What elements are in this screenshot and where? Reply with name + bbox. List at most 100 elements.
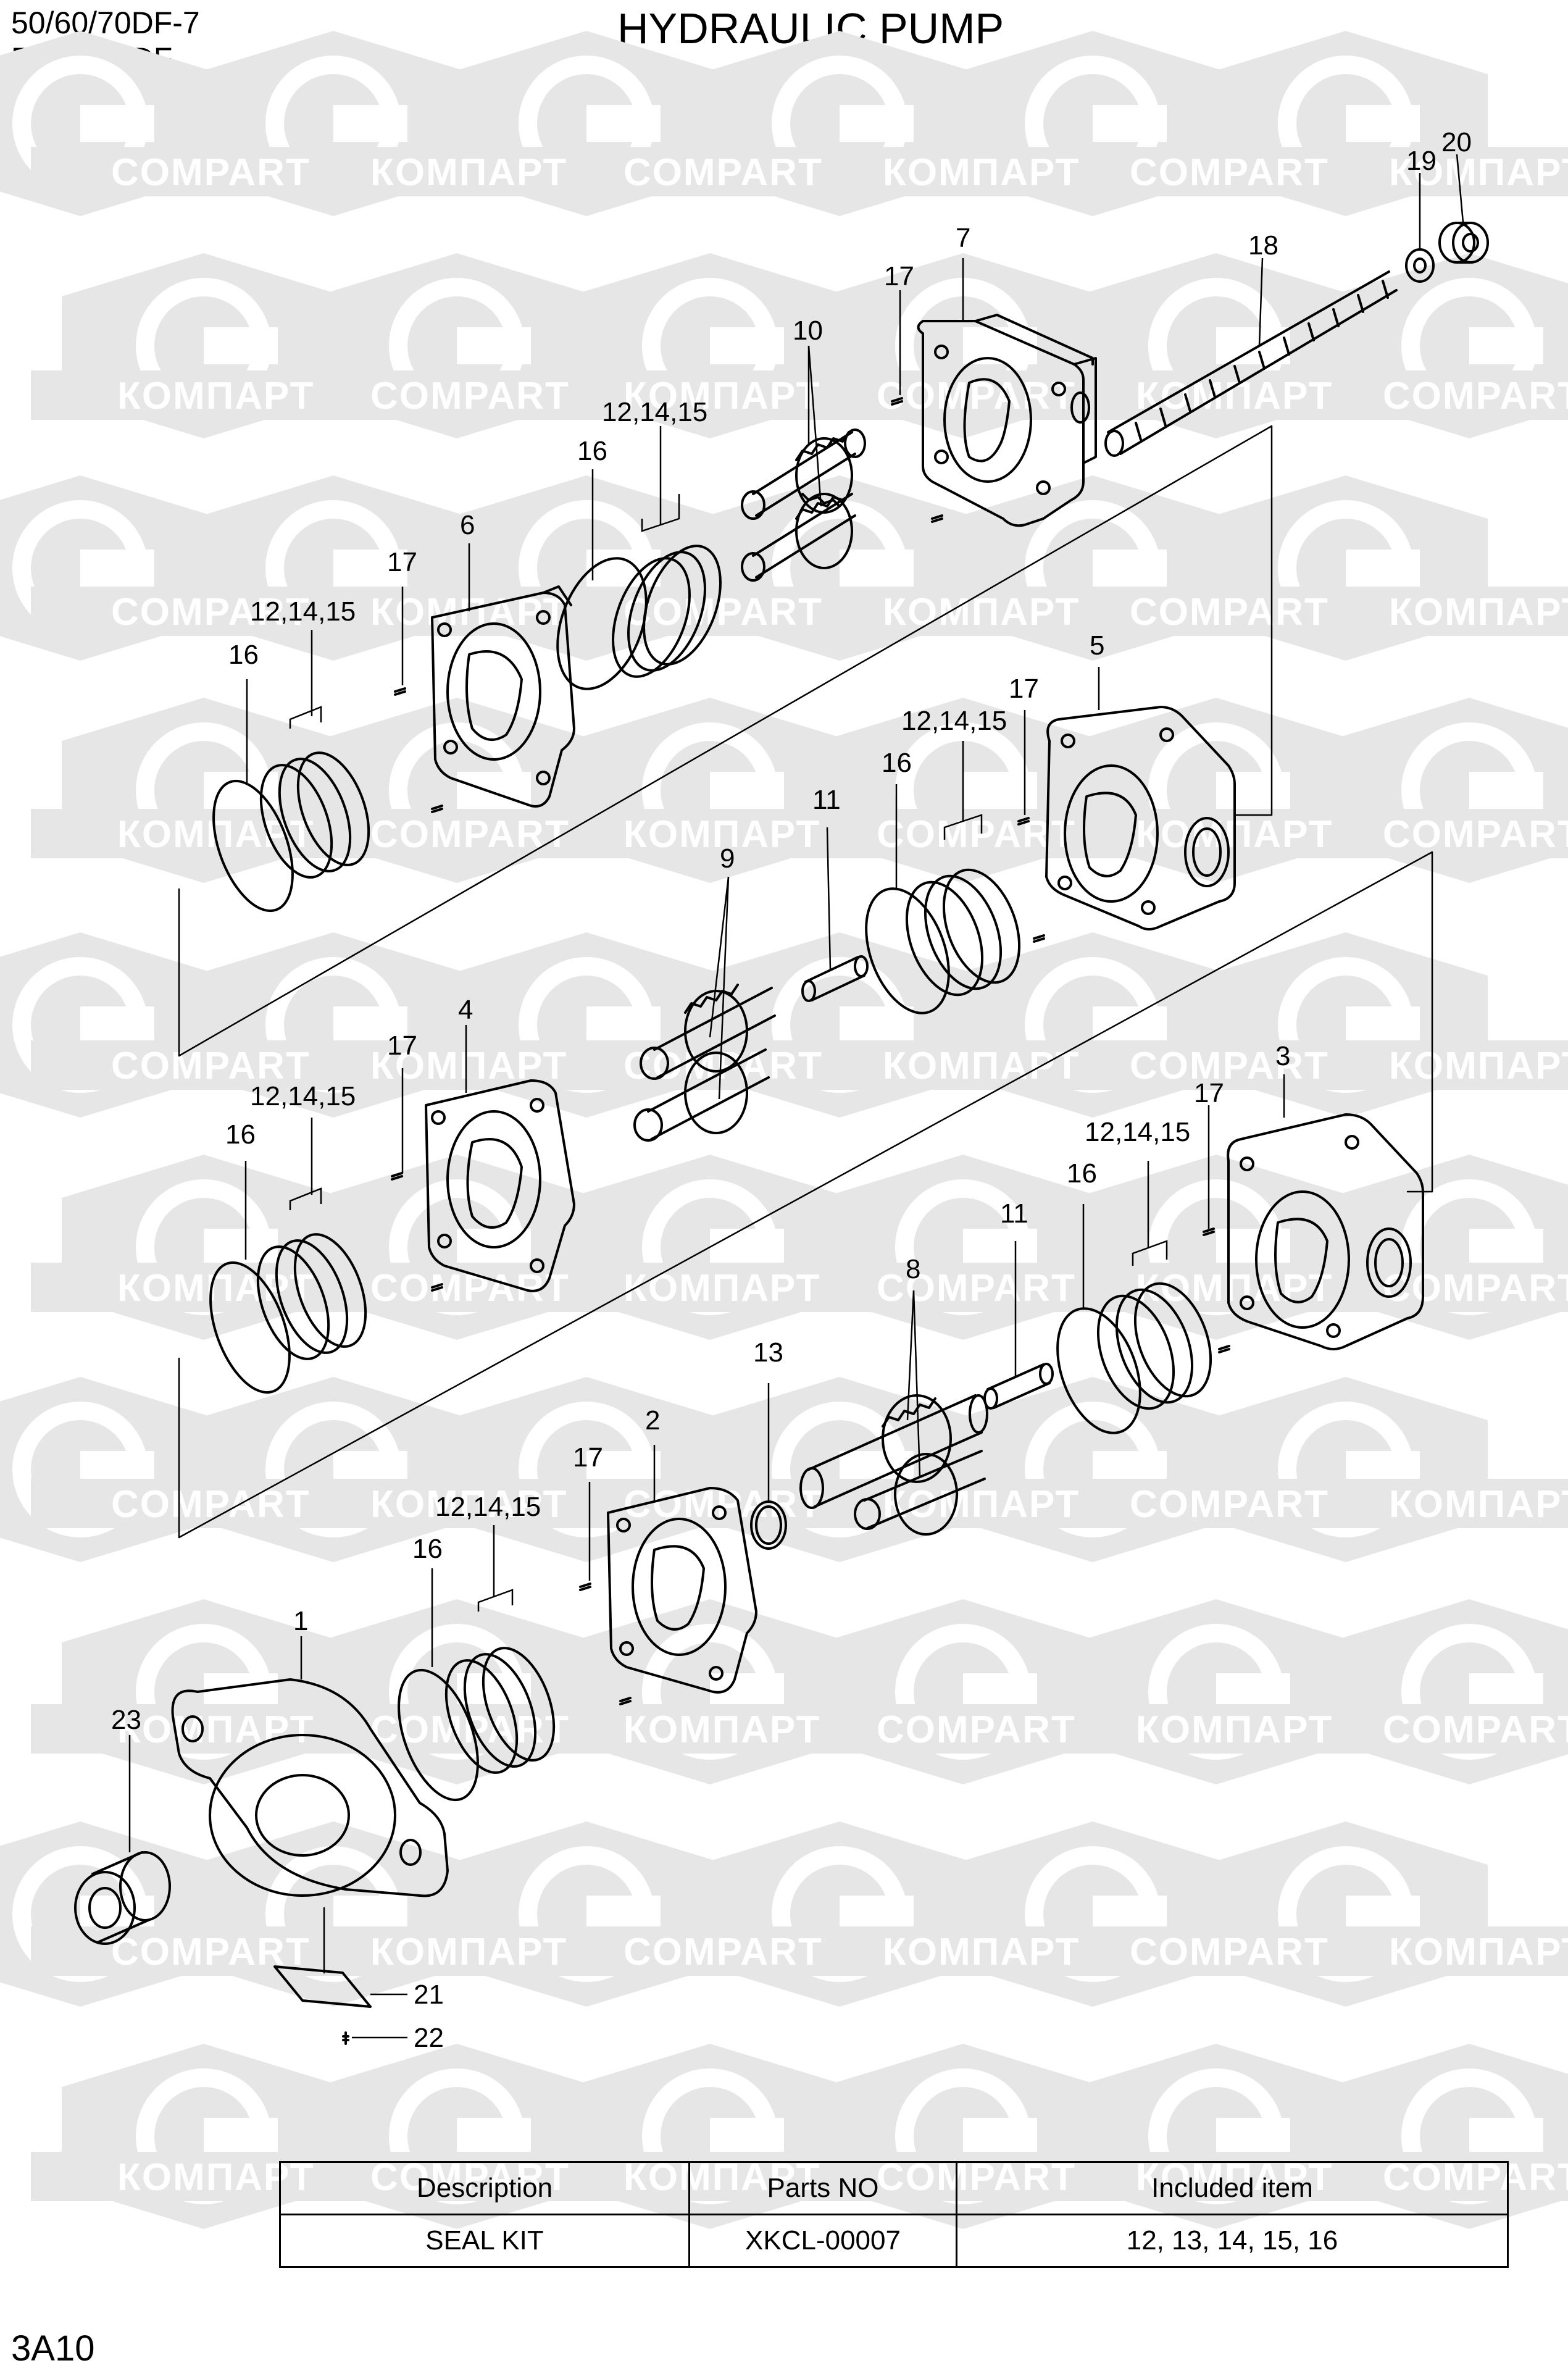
part-seals-middle xyxy=(865,868,1021,1014)
callout-17: 17 xyxy=(387,1031,417,1061)
watermark-text: КОМПАРТ xyxy=(883,1045,1080,1087)
part-seals-upper xyxy=(556,545,722,690)
watermark-text: COMPART xyxy=(623,591,823,634)
callout-23: 23 xyxy=(111,1705,141,1735)
part-17-pins xyxy=(891,397,943,523)
part-17-pins xyxy=(1203,1227,1230,1353)
callout-12-14-15: 12,14,15 xyxy=(435,1492,541,1522)
watermark-text: КОМПАРТ xyxy=(1389,1045,1568,1087)
watermark-text: COMPART xyxy=(111,1045,311,1087)
callout-3: 3 xyxy=(1275,1041,1290,1071)
watermark-text: КОМПАРТ xyxy=(623,1708,820,1751)
callout-12-14-15: 12,14,15 xyxy=(901,706,1007,736)
watermark-text: КОМПАРТ xyxy=(623,375,820,417)
page-reference: 3A10 xyxy=(11,2328,95,2369)
watermark-text: КОМПАРТ xyxy=(1136,1267,1333,1310)
callout-17: 17 xyxy=(387,547,417,577)
part-17-pins xyxy=(1017,817,1045,943)
part-seals-left-upper xyxy=(212,751,370,913)
watermark-text: COMPART xyxy=(1130,1483,1329,1526)
callout-4: 4 xyxy=(458,995,473,1025)
watermark-text: КОМПАРТ xyxy=(370,1483,567,1526)
part-4-plate xyxy=(425,1079,575,1292)
watermark-text: КОМПАРТ xyxy=(1389,1483,1568,1526)
callout-17: 17 xyxy=(573,1442,603,1473)
watermark-text: КОМПАРТ xyxy=(1389,1931,1568,1973)
watermark-text: КОМПАРТ xyxy=(883,1931,1080,1973)
callout-17: 17 xyxy=(1194,1078,1224,1108)
callout-12-14-15: 12,14,15 xyxy=(1085,1117,1190,1147)
callout-1: 1 xyxy=(293,1606,308,1636)
callout-6: 6 xyxy=(460,510,475,540)
part-5-gear-housing xyxy=(1045,706,1236,930)
watermark-text: КОМПАРТ xyxy=(1136,375,1333,417)
watermark-text: COMPART xyxy=(1383,813,1568,856)
watermark-text: COMPART xyxy=(1130,151,1329,194)
callout-22: 22 xyxy=(414,2023,444,2053)
watermark-text: COMPART xyxy=(877,1267,1076,1310)
callout-16: 16 xyxy=(225,1119,256,1150)
column-header: Description xyxy=(279,2161,690,2215)
part-seals-right-lower xyxy=(1056,1282,1212,1434)
callout-19: 19 xyxy=(1406,146,1437,176)
part-10-gear-set xyxy=(741,429,866,582)
table-cell: XKCL-00007 xyxy=(688,2214,957,2268)
watermark-text: COMPART xyxy=(1383,1708,1568,1751)
callout-5: 5 xyxy=(1090,630,1104,661)
watermark-text: КОМПАРТ xyxy=(1389,591,1568,634)
callout-21: 21 xyxy=(414,1980,444,2010)
seal-kit-table: Description Parts NO Included item SEAL … xyxy=(279,2161,1509,2268)
watermark-text: COMPART xyxy=(370,375,570,417)
callout-12-14-15: 12,14,15 xyxy=(250,1081,356,1111)
watermark-text: COMPART xyxy=(877,813,1076,856)
callout-20: 20 xyxy=(1441,127,1472,157)
watermark-text: COMPART xyxy=(1383,1267,1568,1310)
callout-16: 16 xyxy=(228,640,259,670)
part-23-spline-coupling xyxy=(74,1851,171,1945)
part-13-o-ring xyxy=(750,1500,787,1550)
table-header-row: Description Parts NO Included item xyxy=(279,2161,1509,2215)
watermark-text: COMPART xyxy=(111,591,311,634)
watermark-text: КОМПАРТ xyxy=(623,813,820,856)
part-17-pins xyxy=(579,1583,632,1705)
part-2-plate xyxy=(607,1487,757,1694)
table-row: SEAL KIT XKCL-00007 12, 13, 14, 15, 16 xyxy=(279,2214,1509,2268)
callout-12-14-15: 12,14,15 xyxy=(250,596,356,627)
part-1-mounting-flange xyxy=(171,1678,449,1897)
part-seals-left-lower xyxy=(209,1233,367,1394)
callout-13: 13 xyxy=(753,1337,783,1368)
part-9-gear-set xyxy=(633,984,776,1142)
callout-2: 2 xyxy=(645,1405,660,1436)
watermark-text: КОМПАРТ xyxy=(623,1267,820,1310)
watermark-text: COMPART xyxy=(1130,591,1329,634)
table-cell: 12, 13, 14, 15, 16 xyxy=(956,2214,1509,2268)
callout-16: 16 xyxy=(882,748,912,778)
callout-18: 18 xyxy=(1248,230,1278,261)
watermark-text: COMPART xyxy=(111,151,311,194)
part-seals-bottom xyxy=(398,1647,556,1802)
part-8-drive-gear-set xyxy=(799,1394,988,1536)
callout-16: 16 xyxy=(412,1534,443,1564)
watermark-text: COMPART xyxy=(623,151,823,194)
callout-10: 10 xyxy=(793,316,823,346)
model-line-1: 50/60/70DF-7 xyxy=(11,6,200,40)
watermark-text: КОМПАРТ xyxy=(883,591,1080,634)
watermark-text: КОМПАРТ xyxy=(883,1483,1080,1526)
part-11-spline-coupling xyxy=(801,955,869,1002)
watermark-text: КОМПАРТ xyxy=(883,151,1080,194)
callout-8: 8 xyxy=(906,1254,920,1284)
watermark-text: COMPART xyxy=(1130,1045,1329,1087)
part-7-rear-cover xyxy=(917,314,1097,527)
watermark-text: КОМПАРТ xyxy=(370,1931,567,1973)
watermark-text: COMPART xyxy=(877,1708,1076,1751)
watermark-text: COMPART xyxy=(877,375,1076,417)
column-header: Parts NO xyxy=(688,2161,957,2215)
callout-17: 17 xyxy=(884,261,914,291)
watermark-text: КОМПАРТ xyxy=(370,151,567,194)
part-22-rivet xyxy=(342,2031,349,2045)
part-17-pins xyxy=(394,687,443,813)
callout-16: 16 xyxy=(1067,1158,1097,1189)
watermark-text: COMPART xyxy=(623,1931,823,1973)
part-3-front-housing xyxy=(1227,1113,1424,1350)
callout-labels: 20 19 18 7 17 10 12,14,15 16 6 17 12,14,… xyxy=(111,127,1472,2053)
